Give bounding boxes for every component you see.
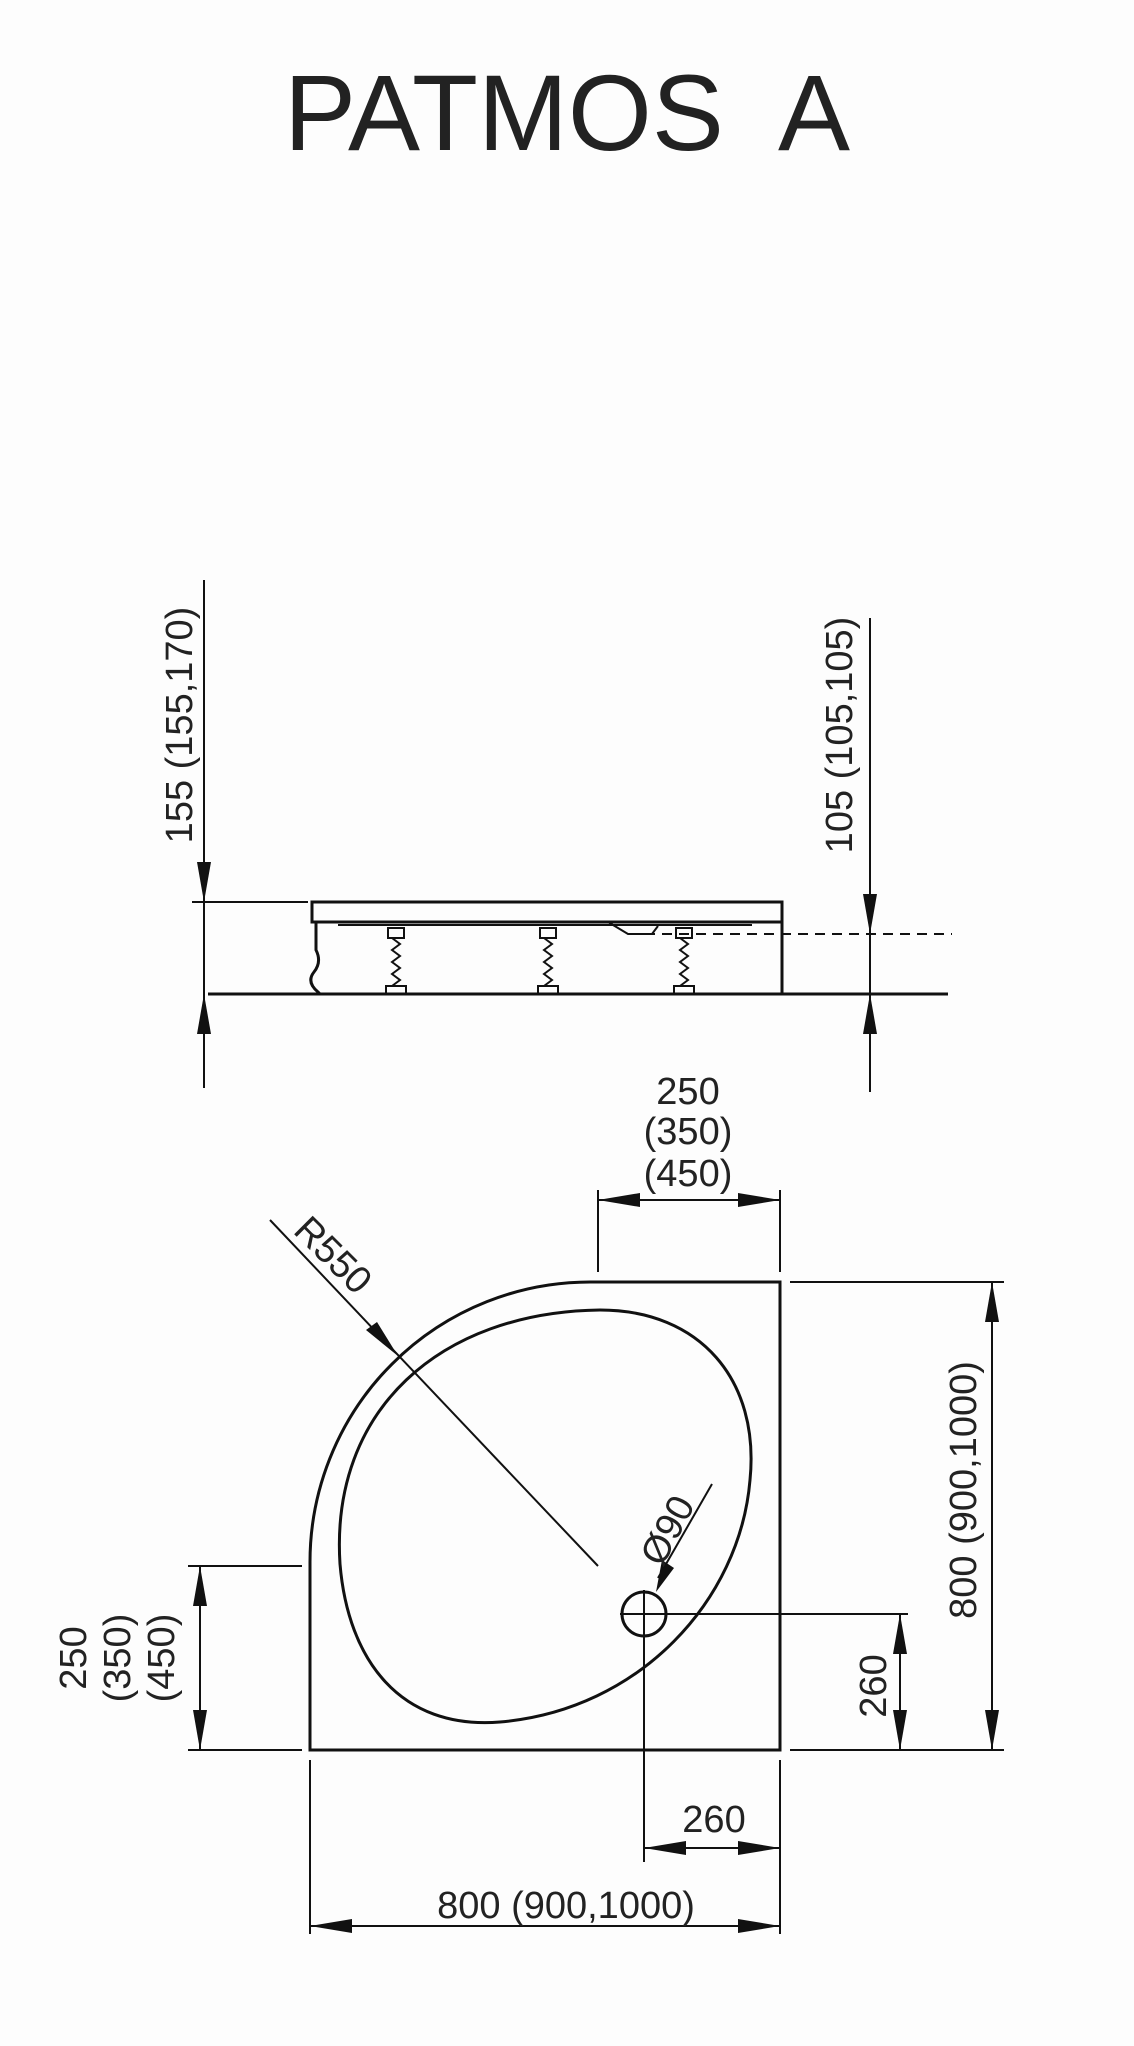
dim-drain-diameter-label: Ø90 xyxy=(633,1489,704,1572)
dim-radius-label: R550 xyxy=(286,1209,380,1303)
dim-drain-height: 105 (105,105) xyxy=(819,617,877,1092)
dim-right-height: 800 (900,1000) xyxy=(790,1281,1004,1751)
drawing-title: PATMOS A xyxy=(284,52,850,173)
dim-left-corner-height-line2: (350) xyxy=(97,1614,139,1703)
leg-left xyxy=(385,927,407,995)
dim-bottom-width-label: 800 (900,1000) xyxy=(437,1885,695,1927)
dim-left-corner-height: 250 (350) (450) xyxy=(53,1565,302,1751)
dim-drain-height-label: 105 (105,105) xyxy=(819,617,861,854)
dim-drain-offset-y: 260 xyxy=(853,1614,907,1750)
dim-top-corner-width-line3: (450) xyxy=(644,1153,733,1195)
dim-radius: R550 xyxy=(269,1209,599,1567)
dim-total-height: 155 (155,170) xyxy=(159,580,211,1088)
dim-bottom-width: 800 (900,1000) xyxy=(309,1760,780,1934)
dim-drain-offset-x-label: 260 xyxy=(682,1799,745,1841)
dim-left-corner-height-line3: (450) xyxy=(141,1614,183,1703)
dim-drain-offset-y-label: 260 xyxy=(853,1654,895,1717)
dim-drain-offset-x: 260 xyxy=(644,1760,781,1934)
dim-right-height-label: 800 (900,1000) xyxy=(943,1361,985,1619)
leg-right xyxy=(673,927,695,995)
dim-top-corner-width-line1: 250 xyxy=(656,1071,719,1113)
inner-basin xyxy=(337,1308,753,1725)
dim-top-corner-width-line2: (350) xyxy=(644,1111,733,1153)
top-view: R550 Ø90 250 (350) (450) 250 (35 xyxy=(53,1071,1004,1934)
dim-left-corner-height-line1: 250 xyxy=(53,1626,95,1689)
dim-total-height-label: 155 (155,170) xyxy=(159,607,201,844)
dim-drain-diameter: Ø90 xyxy=(633,1483,713,1592)
dim-top-corner-width: 250 (350) (450) xyxy=(597,1071,781,1272)
tray-rim xyxy=(310,900,784,924)
leg-middle xyxy=(537,927,559,995)
drain-outlet xyxy=(607,921,659,935)
side-view: 155 (155,170) 105 (105,105) xyxy=(159,580,952,1092)
tray-outline xyxy=(308,1280,782,1752)
